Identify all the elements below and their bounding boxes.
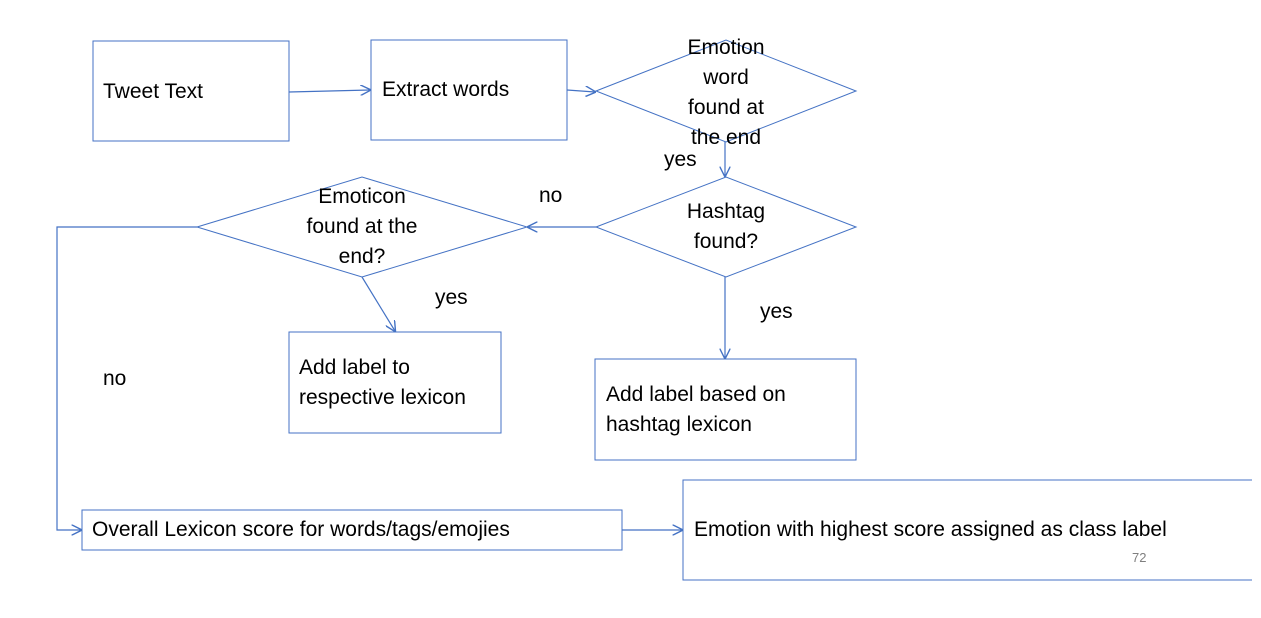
edge-label-hashtag-no: no (539, 184, 563, 207)
edge-label-hashtag-yes: yes (760, 300, 793, 323)
hashtag-found-line-1: Hashtag (686, 200, 766, 223)
page-number: 72 (1132, 550, 1147, 565)
edge-label-emotion-yes: yes (664, 148, 697, 171)
emotion-word-label: Emotion word found at the end (666, 33, 786, 153)
edge-label-emoticon-yes: yes (435, 286, 468, 309)
emotion-word-diamond (594, 39, 858, 143)
emoticon-found-label: Emoticon found at the end? (282, 182, 442, 272)
hashtag-found-line-2: found? (693, 230, 759, 253)
edge-tweet-to-extract (288, 90, 370, 92)
emotion-highest-label: Emotion with highest score assigned as c… (694, 518, 1167, 541)
emoticon-found-line-2: found at the (306, 215, 418, 238)
emoticon-found-line-1: Emoticon (318, 185, 406, 208)
hashtag-found-diamond (594, 176, 858, 278)
extract-words-box (370, 39, 568, 141)
overall-score-label: Overall Lexicon score for words/tags/emo… (92, 518, 510, 541)
add-label-hashtag-line-1: Add label based on (606, 383, 786, 406)
emoticon-found-line-3: end? (338, 245, 386, 268)
emotion-word-line-2: word (703, 66, 749, 89)
add-label-lexicon-line-1: Add label to (299, 356, 410, 379)
edge-emoticon-to-add-lexicon (361, 276, 395, 331)
hashtag-found-label: Hashtag found? (666, 197, 786, 257)
tweet-text-box (92, 40, 290, 142)
emotion-word-line-4: the end (690, 126, 762, 149)
tweet-text-label: Tweet Text (103, 80, 203, 103)
emotion-word-line-1: Emotion (687, 36, 765, 59)
add-label-lexicon-box (288, 331, 502, 434)
edge-extract-to-emotion (566, 90, 595, 92)
add-label-hashtag-box (594, 358, 857, 461)
extract-words-label: Extract words (382, 78, 510, 101)
edge-label-emoticon-no: no (103, 367, 127, 390)
add-label-hashtag-line-2: hashtag lexicon (606, 413, 752, 436)
emotion-word-line-3: found at (688, 96, 764, 119)
add-label-hashtag-label: Add label based on hashtag lexicon (606, 380, 786, 440)
add-label-lexicon-line-2: respective lexicon (299, 386, 466, 409)
edge-emoticon-no-to-overall (56, 226, 197, 530)
add-label-lexicon-label: Add label to respective lexicon (299, 353, 466, 413)
